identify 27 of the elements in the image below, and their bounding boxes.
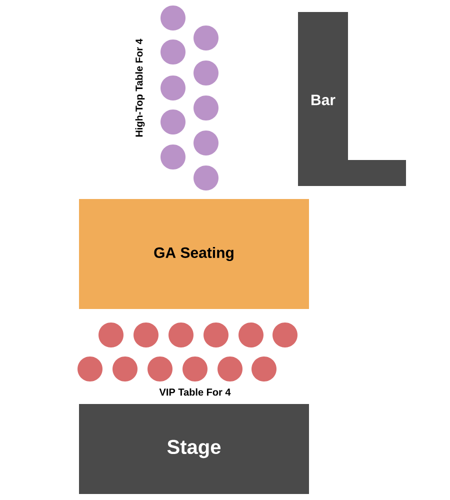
table-circle xyxy=(194,96,218,120)
table-circle xyxy=(98,322,124,348)
table-circle xyxy=(78,356,102,382)
table-circle xyxy=(112,356,138,382)
table-circle xyxy=(218,356,242,382)
table-circle xyxy=(272,322,298,348)
table-circle xyxy=(182,356,208,382)
table-circle xyxy=(160,144,186,170)
bar-area: Bar xyxy=(298,12,406,186)
table-circle xyxy=(160,76,186,100)
table-circle xyxy=(160,6,186,30)
section-label: VIP Table For 4 xyxy=(159,388,231,396)
table-circle xyxy=(168,322,194,348)
table-circle xyxy=(194,166,218,190)
table-circle xyxy=(134,322,158,348)
table-circle xyxy=(160,110,186,134)
table-circle xyxy=(148,356,172,382)
table-circle xyxy=(238,322,264,348)
table-circle xyxy=(204,322,228,348)
seating-area: GA Seating xyxy=(79,199,309,309)
table-circle xyxy=(194,130,218,156)
table-circle xyxy=(160,40,186,64)
table-circle xyxy=(252,356,276,382)
stage-area: Stage xyxy=(79,404,309,494)
section-label: High-Top Table For 4 xyxy=(135,38,145,137)
table-circle xyxy=(194,60,218,86)
table-circle xyxy=(194,26,218,50)
